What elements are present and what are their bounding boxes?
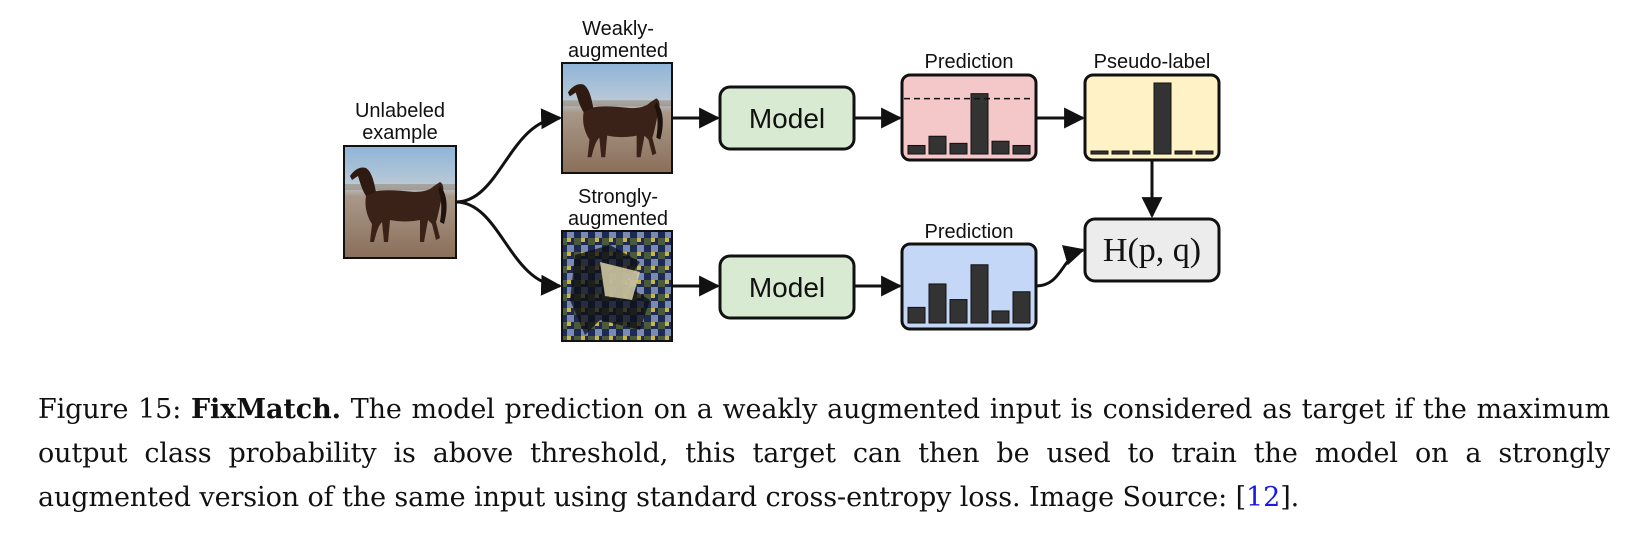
weak-label-line1: Weakly-	[582, 18, 654, 40]
model-box-top: Model	[718, 85, 856, 151]
prediction-top-bar	[991, 140, 1010, 155]
strong-augmented-image	[561, 230, 673, 342]
prediction-bottom-bar	[970, 264, 989, 324]
prediction-top-box	[900, 73, 1038, 162]
prediction-bottom-bar	[1012, 291, 1031, 324]
weak-label-line2: augmented	[568, 40, 668, 62]
prediction-bottom-bar	[991, 310, 1010, 324]
pseudo-label-bar	[1195, 150, 1214, 155]
figure-caption: Figure 15: FixMatch. The model predictio…	[38, 388, 1610, 520]
loss-label: H(p, q)	[1103, 232, 1201, 269]
weak-augmented-image	[561, 62, 673, 174]
loss-box: H(p, q)	[1083, 217, 1221, 283]
pseudo-label-bar	[1090, 150, 1109, 155]
model-top-label: Model	[749, 103, 825, 134]
prediction-top-bar	[970, 93, 989, 155]
prediction-bottom-box	[900, 242, 1038, 331]
arrow-to-strong	[455, 200, 563, 296]
caption-suffix: ].	[1280, 482, 1300, 513]
prediction-bottom-bar	[949, 299, 968, 324]
strong-label-line2: augmented	[568, 208, 668, 230]
arrow-prediction-to-loss	[1035, 245, 1086, 288]
prediction-top-bar	[1012, 144, 1031, 155]
unlabeled-label-line1: Unlabeled	[355, 100, 445, 122]
model-box-bottom: Model	[718, 254, 856, 320]
prediction-top-bar	[949, 142, 968, 155]
pseudo-label-bar	[1153, 82, 1172, 155]
unlabeled-label-line2: example	[362, 122, 438, 144]
strong-label-line1: Strongly-	[578, 186, 658, 208]
arrow-to-weak	[455, 108, 563, 204]
unlabeled-image	[343, 145, 457, 259]
fixmatch-diagram: Unlabeled example Weakly- augmented Stro…	[343, 18, 1221, 342]
caption-body: The model prediction on a weakly augment…	[38, 394, 1610, 513]
prediction-top-bar	[928, 135, 947, 155]
model-bottom-label: Model	[749, 272, 825, 303]
caption-reference-link[interactable]: 12	[1246, 482, 1281, 513]
pseudo-label-bar	[1132, 150, 1151, 155]
caption-title: FixMatch.	[190, 394, 341, 425]
prediction-bottom-bar	[907, 306, 926, 324]
pseudo-label-box	[1083, 73, 1221, 162]
prediction-top-label: Prediction	[925, 51, 1014, 73]
pseudo-label-bar	[1111, 150, 1130, 155]
pseudo-label-label: Pseudo-label	[1094, 51, 1211, 73]
prediction-top-bar	[907, 144, 926, 155]
prediction-bottom-bar	[928, 283, 947, 324]
caption-prefix: Figure 15:	[38, 394, 182, 425]
prediction-bottom-label: Prediction	[925, 221, 1014, 243]
pseudo-label-bar	[1174, 150, 1193, 155]
